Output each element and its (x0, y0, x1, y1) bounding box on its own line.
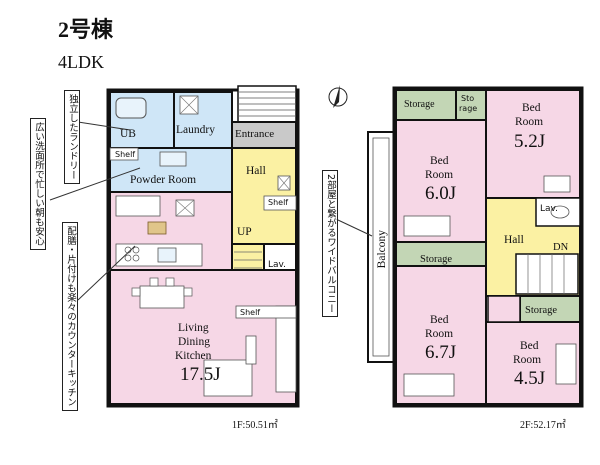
label-living: Living (178, 322, 209, 334)
label-bed-6-0-size: 6.0J (425, 183, 457, 204)
note-kitchen: 配膳・片付けも楽々のカウンターキッチン (62, 222, 78, 411)
label-storage-2b: rage (459, 104, 478, 113)
label-bed-6-7-size: 6.7J (425, 342, 457, 363)
label-lav-1f: Lav. (268, 260, 287, 270)
label-up: UP (237, 226, 252, 238)
label-bed-4-5-size: 4.5J (514, 368, 546, 389)
label-kitchen: Kitchen (175, 350, 212, 362)
label-powder-room: Powder Room (130, 174, 197, 186)
callout-lines (49, 121, 373, 301)
page-title: 2号棟 (58, 17, 114, 42)
label-entrance: Entrance (235, 128, 275, 140)
label-laundry: Laundry (176, 124, 215, 136)
floor1-plan (106, 85, 300, 408)
label-balcony: Balcony (376, 230, 388, 269)
label-bed-5-2-b: Room (515, 116, 544, 128)
note-balcony: 2部屋と繋がるワイドバルコニー (322, 170, 338, 318)
floor2-plan (367, 86, 584, 408)
label-bed-6-7-b: Room (425, 328, 454, 340)
label-bed-4-5-b: Room (513, 354, 542, 366)
note-washroom: 広い洗面所で忙しい朝も安心 (30, 118, 46, 250)
label-hall-2f: Hall (504, 234, 524, 246)
label-dining: Dining (178, 336, 210, 348)
label-ldk-size: 17.5J (180, 364, 221, 385)
floor2-area: 2F:52.17㎡ (520, 420, 566, 431)
layout-type: 4LDK (58, 52, 104, 72)
label-shelf-3: Shelf (240, 308, 261, 317)
floor1-area: 1F:50.51㎡ (232, 420, 278, 431)
label-bed-5-2-a: Bed (522, 102, 541, 114)
north-arrow-icon (328, 85, 348, 108)
label-shelf-1: Shelf (115, 150, 136, 159)
label-hall-1f: Hall (246, 165, 266, 177)
label-lav-2f: Lav. (540, 204, 559, 214)
label-bed-6-0-b: Room (425, 169, 454, 181)
label-storage-1: Storage (404, 99, 435, 110)
label-bed-4-5-a: Bed (520, 340, 539, 352)
label-storage-2a: Sto (461, 94, 475, 103)
label-dn: DN (553, 242, 569, 253)
label-storage-3: Storage (420, 254, 453, 265)
note-laundry: 独立したランドリー (64, 90, 80, 184)
label-shelf-2: Shelf (268, 198, 289, 207)
label-bed-6-0-a: Bed (430, 155, 449, 167)
label-bed-5-2-size: 5.2J (514, 131, 546, 152)
label-storage-4: Storage (525, 305, 558, 316)
label-bed-6-7-a: Bed (430, 314, 449, 326)
label-ub: UB (120, 128, 136, 140)
